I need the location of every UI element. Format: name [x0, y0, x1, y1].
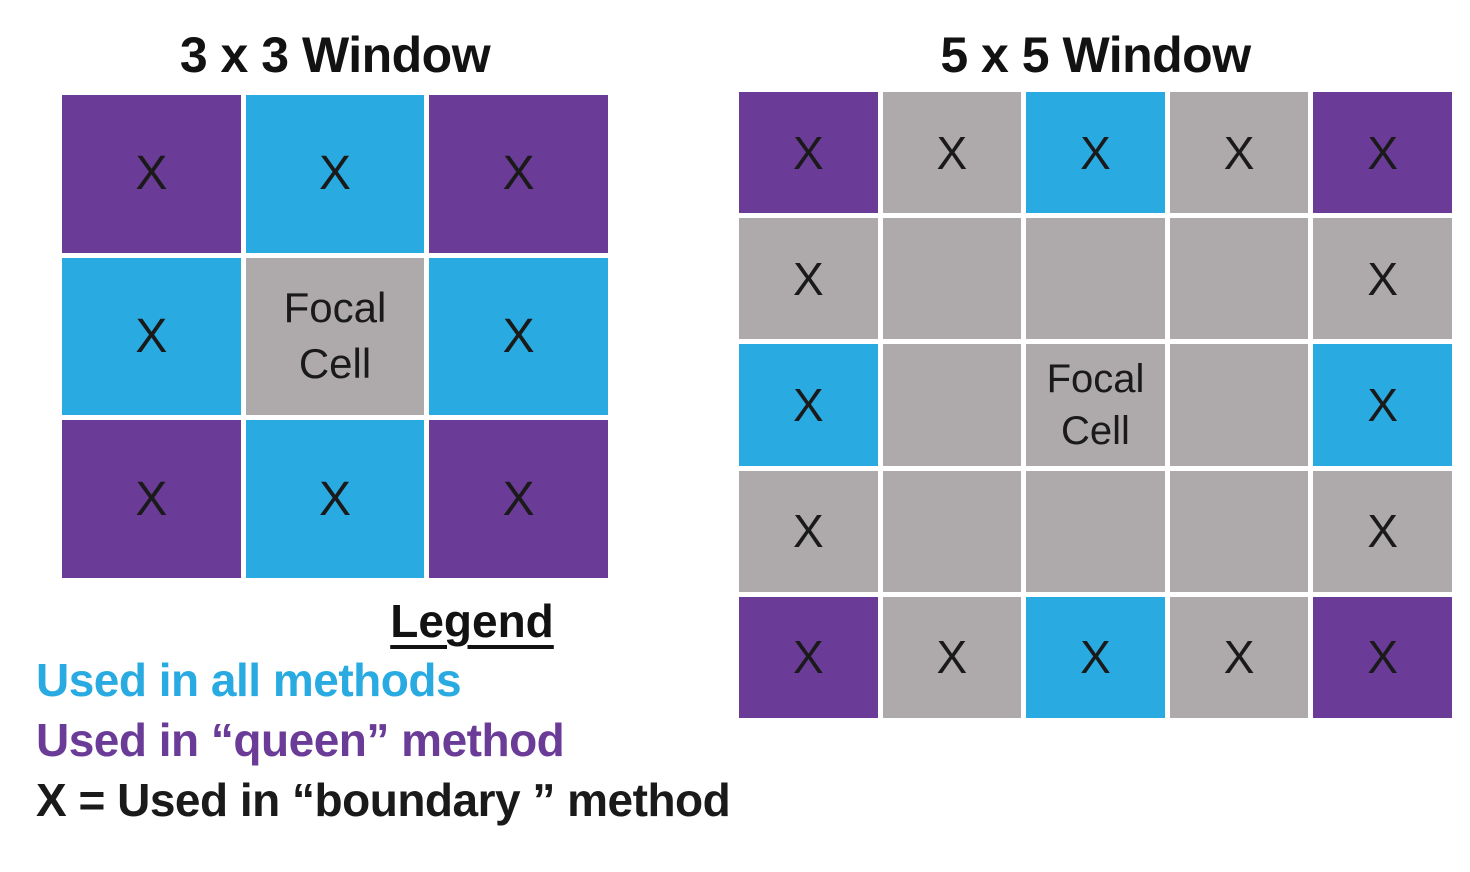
- cell-gray: [1169, 344, 1309, 466]
- cell-blue: X: [1313, 344, 1452, 466]
- cell-purple: X: [62, 420, 241, 578]
- cell-purple: X: [739, 596, 878, 718]
- cell-blue: X: [739, 344, 878, 466]
- cell-gray: X: [1169, 596, 1309, 718]
- cell-gray: [1169, 470, 1309, 592]
- legend-entry-queen-method: Used in “queen” method: [36, 714, 565, 766]
- focal-cell: Focal Cell: [245, 257, 425, 416]
- cell-gray: X: [882, 596, 1022, 718]
- cell-gray: X: [1313, 218, 1452, 340]
- cell-gray: [882, 344, 1022, 466]
- cell-gray: X: [1313, 470, 1452, 592]
- cell-purple: X: [739, 92, 878, 214]
- cell-purple: X: [429, 95, 608, 253]
- window-5x5-title: 5 x 5 Window: [940, 27, 1251, 83]
- cell-gray: [1026, 218, 1165, 340]
- cell-gray: [882, 218, 1022, 340]
- legend-entry-boundary-method: X = Used in “boundary ” method: [36, 774, 731, 826]
- cell-blue: X: [1026, 92, 1165, 214]
- window-3x3-title: 3 x 3 Window: [179, 27, 491, 83]
- cell-blue: X: [245, 420, 425, 578]
- cell-purple: X: [1313, 596, 1452, 718]
- cell-blue: X: [245, 95, 425, 253]
- cell-purple: X: [1313, 92, 1452, 214]
- cell-gray: X: [882, 92, 1022, 214]
- cell-gray: [1026, 470, 1165, 592]
- cell-blue: X: [62, 257, 241, 416]
- cell-gray: X: [739, 218, 878, 340]
- cell-gray: [882, 470, 1022, 592]
- cell-blue: X: [429, 257, 608, 416]
- cell-purple: X: [62, 95, 241, 253]
- cell-gray: X: [739, 470, 878, 592]
- cell-purple: X: [429, 420, 608, 578]
- focal-cell: Focal Cell: [1026, 344, 1165, 466]
- legend-entry-all-methods: Used in all methods: [36, 654, 462, 706]
- cell-gray: X: [1169, 92, 1309, 214]
- legend-title: Legend: [390, 595, 554, 647]
- cell-gray: [1169, 218, 1309, 340]
- legend: Used in all methods Used in “queen” meth…: [36, 650, 731, 830]
- cell-blue: X: [1026, 596, 1165, 718]
